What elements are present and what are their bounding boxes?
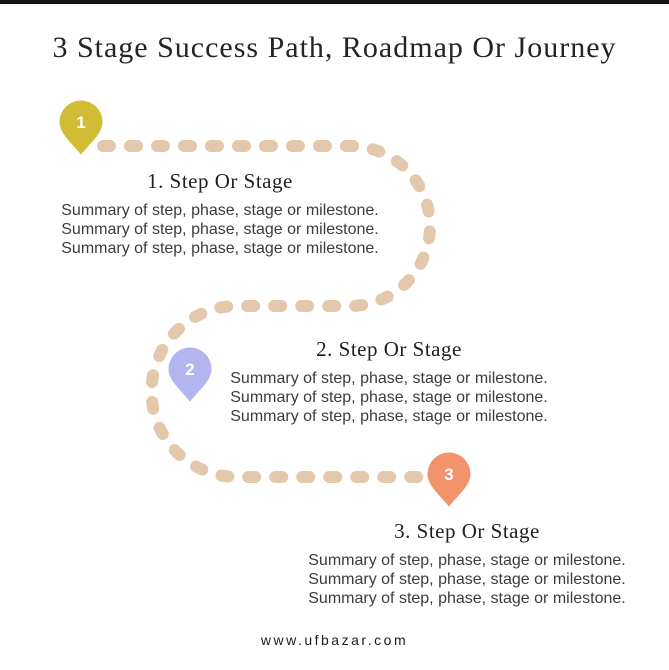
stage-1-block: 1. Step Or Stage Summary of step, phase,… [42, 169, 398, 258]
stage-1-summary-line: Summary of step, phase, stage or milesto… [61, 221, 379, 238]
stage-2-title: 2. Step Or Stage [316, 337, 462, 361]
dashed-route-line [97, 140, 436, 483]
stage-1-summary-line: Summary of step, phase, stage or milesto… [61, 240, 379, 257]
stage-2-summary-line: Summary of step, phase, stage or milesto… [230, 370, 548, 387]
page-title: 3 Stage Success Path, Roadmap Or Journey [52, 31, 617, 64]
stage-3-summary-line: Summary of step, phase, stage or milesto… [308, 590, 626, 607]
pin-shape [59, 100, 103, 155]
stage-1-summary-line: Summary of step, phase, stage or milesto… [61, 202, 379, 219]
stage-1-pin-icon: 1 [59, 100, 103, 155]
stage-3-title: 3. Step Or Stage [394, 519, 540, 543]
stage-3-block: 3. Step Or Stage Summary of step, phase,… [289, 519, 645, 608]
stage-2-marker-number: 2 [185, 360, 194, 379]
stage-1-title: 1. Step Or Stage [147, 169, 293, 193]
stage-2-summary-line: Summary of step, phase, stage or milesto… [230, 389, 548, 406]
stage-3-marker-number: 3 [444, 465, 453, 484]
pin-shape [427, 452, 471, 507]
stage-2-pin-icon: 2 [168, 347, 212, 402]
stage-2-block: 2. Step Or Stage Summary of step, phase,… [211, 337, 567, 426]
pin-shape [168, 347, 212, 402]
website-url: www.ufbazar.com [260, 632, 409, 648]
stage-3-pin-icon: 3 [427, 452, 471, 507]
stage-1-marker-number: 1 [76, 113, 85, 132]
stage-3-summary-line: Summary of step, phase, stage or milesto… [308, 571, 626, 588]
stage-3-summary-line: Summary of step, phase, stage or milesto… [308, 552, 626, 569]
top-border-bar [0, 0, 669, 4]
stage-2-summary-line: Summary of step, phase, stage or milesto… [230, 408, 548, 425]
